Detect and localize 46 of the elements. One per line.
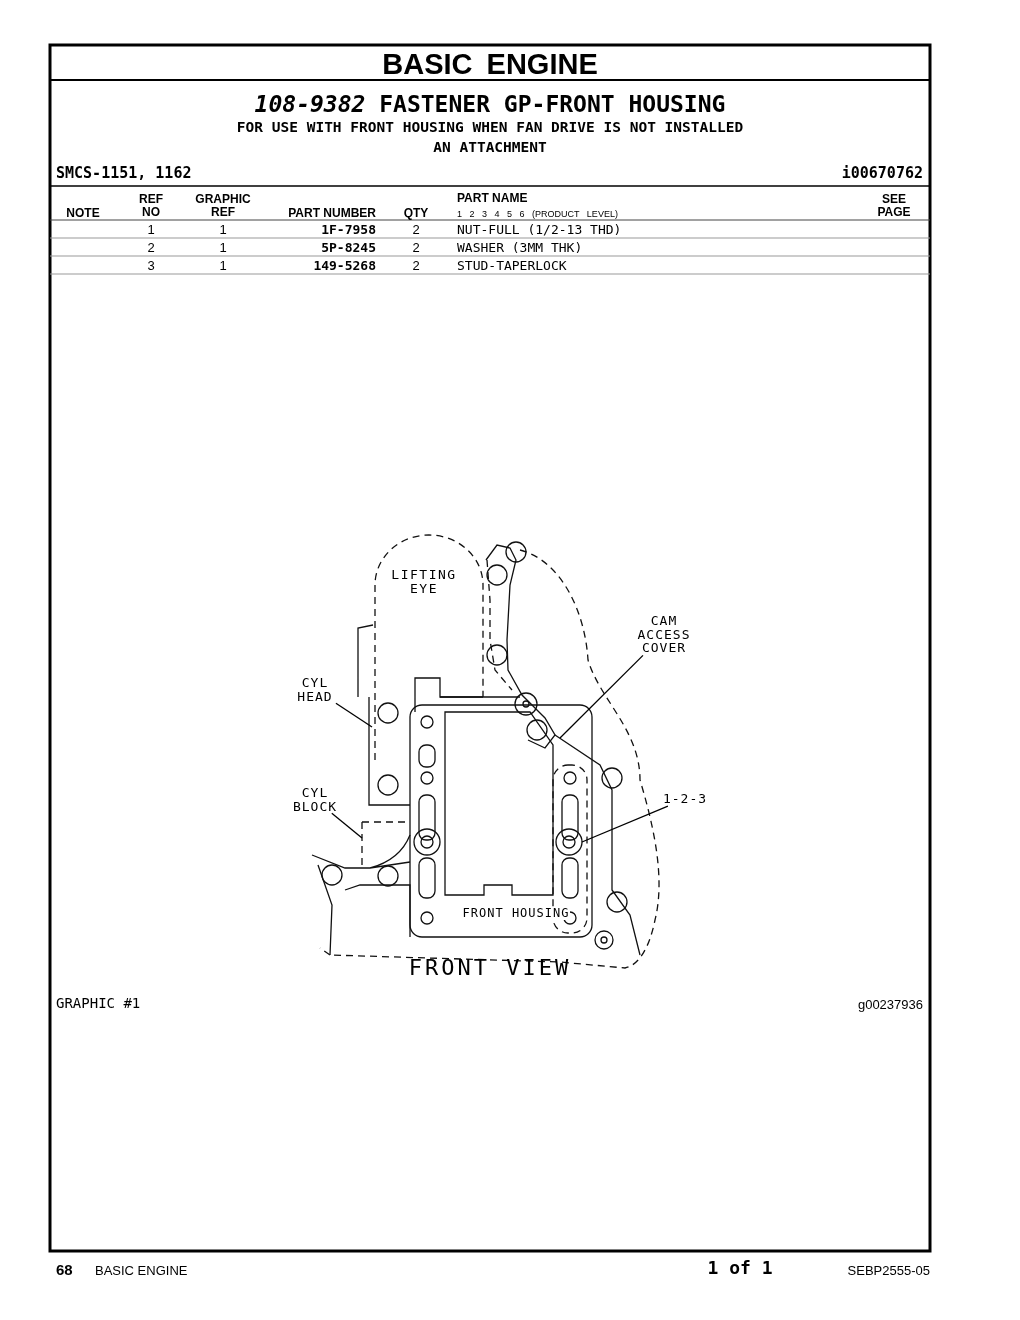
document-id: SEBP2555-05 — [846, 1264, 930, 1279]
leader-line — [331, 812, 363, 839]
table-cell-text: NUT-FULL (1/2-13 THD) — [457, 223, 623, 238]
table-cell-text: STUD-TAPERLOCK — [457, 259, 568, 274]
table-cell-text: 2 — [411, 223, 421, 238]
usage-note: AN ATTACHMENT — [432, 140, 548, 156]
column-header: SEE PAGE — [876, 193, 912, 220]
table-cell-text: 1 — [218, 241, 228, 256]
leader-line — [559, 654, 644, 739]
graphic-id: g00237936 — [856, 998, 923, 1013]
table-cell-text: 2 — [146, 241, 156, 256]
part-group-title: 108-9382 FASTENER GP-FRONT HOUSING — [253, 92, 727, 118]
drawing-label: FRONT HOUSING — [462, 907, 570, 921]
table-cell-text: WASHER (3MM THK) — [457, 241, 584, 256]
column-header: 1 2 3 4 5 6 (PRODUCT LEVEL) — [457, 210, 619, 220]
table-cell-text: 1 — [218, 223, 228, 238]
illustration-id: i00670762 — [840, 165, 923, 182]
page-number: 68 — [56, 1262, 74, 1279]
graphic-label: GRAPHIC #1 — [56, 996, 142, 1012]
smcs-code: SMCS-1151, 1162 — [56, 165, 193, 182]
table-cell-text: 5P-8245 — [320, 241, 376, 256]
table-cell-text: 2 — [411, 241, 421, 256]
callout-label: CYL HEAD — [290, 676, 340, 704]
usage-note: FOR USE WITH FRONT HOUSING WHEN FAN DRIVE IS NOT INSTALLED — [235, 120, 745, 136]
column-header: GRAPHIC REF — [194, 193, 252, 220]
page-title: BASIC ENGINE — [381, 49, 599, 81]
table-cell-text: 1 — [218, 259, 228, 274]
leader-line — [581, 805, 669, 843]
column-header: REF NO — [138, 193, 164, 220]
table-cell-text: 149-5268 — [312, 259, 376, 274]
column-header: NOTE — [65, 207, 101, 221]
page-count: 1 of 1 — [706, 1258, 774, 1278]
column-header: PART NUMBER — [287, 207, 376, 221]
column-header: QTY — [402, 207, 430, 221]
leader-line — [335, 702, 373, 728]
callout-label: CAM ACCESS COVER — [628, 614, 700, 655]
table-cell-text: 1F-7958 — [320, 223, 376, 238]
view-title: FRONT VIEW — [407, 956, 573, 981]
callout-label: 1-2-3 — [662, 792, 708, 806]
callout-label: CYL BLOCK — [286, 786, 344, 814]
drawing-label: LIFTING EYE — [390, 568, 458, 597]
column-header: PART NAME — [457, 192, 529, 206]
section-name: BASIC ENGINE — [95, 1264, 189, 1279]
table-cell-text: 2 — [411, 259, 421, 274]
table-cell-text: 1 — [146, 223, 156, 238]
table-cell-text: 3 — [146, 259, 156, 274]
